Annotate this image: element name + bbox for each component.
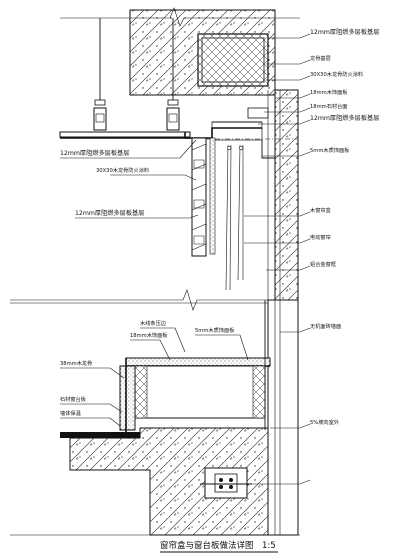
label-r9: 铝合金窗框 xyxy=(310,260,336,268)
leaders-left xyxy=(60,139,249,427)
drawing-title-text: 窗帘盒与窗台板做法详图 xyxy=(160,540,254,551)
floor-board xyxy=(60,432,140,438)
label-l3: 木线条压边 xyxy=(140,319,167,327)
label-r8: 电动窗帘 xyxy=(310,233,331,241)
lower-wall xyxy=(267,299,299,536)
insulation-frame xyxy=(201,37,265,83)
curtain-box-board xyxy=(191,137,207,257)
label-r2: 30X30木龙骨防火涂料 xyxy=(310,70,363,78)
label-l4: 18mm木饰面板 xyxy=(130,331,168,339)
drawing-title: 窗帘盒与窗台板做法详图 1:5 xyxy=(160,540,278,553)
hanger-left xyxy=(93,18,107,131)
break-line-mid xyxy=(10,289,275,311)
ceiling-board xyxy=(59,131,191,138)
label-l0: 12mm厚阻燃多层板基层 xyxy=(60,149,129,157)
break-line-top xyxy=(60,7,300,27)
insulation-block xyxy=(197,33,269,87)
label-l2: 12mm厚阻燃多层板基层 xyxy=(75,209,144,217)
l-bracket xyxy=(184,127,262,139)
label-r6: 5mm木质饰面板 xyxy=(310,146,350,154)
label-r10: 无机面砖墙面 xyxy=(310,322,341,330)
label-r4: 18mm石材台面 xyxy=(310,102,347,110)
sill-frame xyxy=(134,365,266,419)
sill-stone xyxy=(125,357,271,367)
label-r7: 木窗帘盒 xyxy=(310,206,332,214)
drawing-scale: 1:5 xyxy=(262,541,276,551)
leaders-right xyxy=(244,33,311,485)
label-r1: 龙骨基层 xyxy=(310,54,331,62)
exterior-wall xyxy=(274,89,299,301)
sill-front-trim xyxy=(119,365,136,431)
label-l7: 石材窗台板 xyxy=(60,395,87,403)
label-r0: 12mm厚阻燃多层板基层 xyxy=(310,28,379,36)
curtain-box-hatch xyxy=(191,143,207,251)
label-l1: 30X30木龙骨防火涂料 xyxy=(96,166,149,174)
label-r3: 18mm木饰面板 xyxy=(310,88,348,96)
label-l8: 墙体保温 xyxy=(60,409,81,417)
curtain-track-box xyxy=(211,121,263,141)
curtain-cords xyxy=(225,144,244,291)
label-r11: 5%坡向室外 xyxy=(310,418,339,426)
label-r5: 12mm厚阻燃多层板基层 xyxy=(310,114,379,122)
label-l5: 5mm木质饰面板 xyxy=(195,326,235,334)
label-l6: 38mm木龙骨 xyxy=(60,359,92,367)
hanger-right xyxy=(166,18,180,131)
